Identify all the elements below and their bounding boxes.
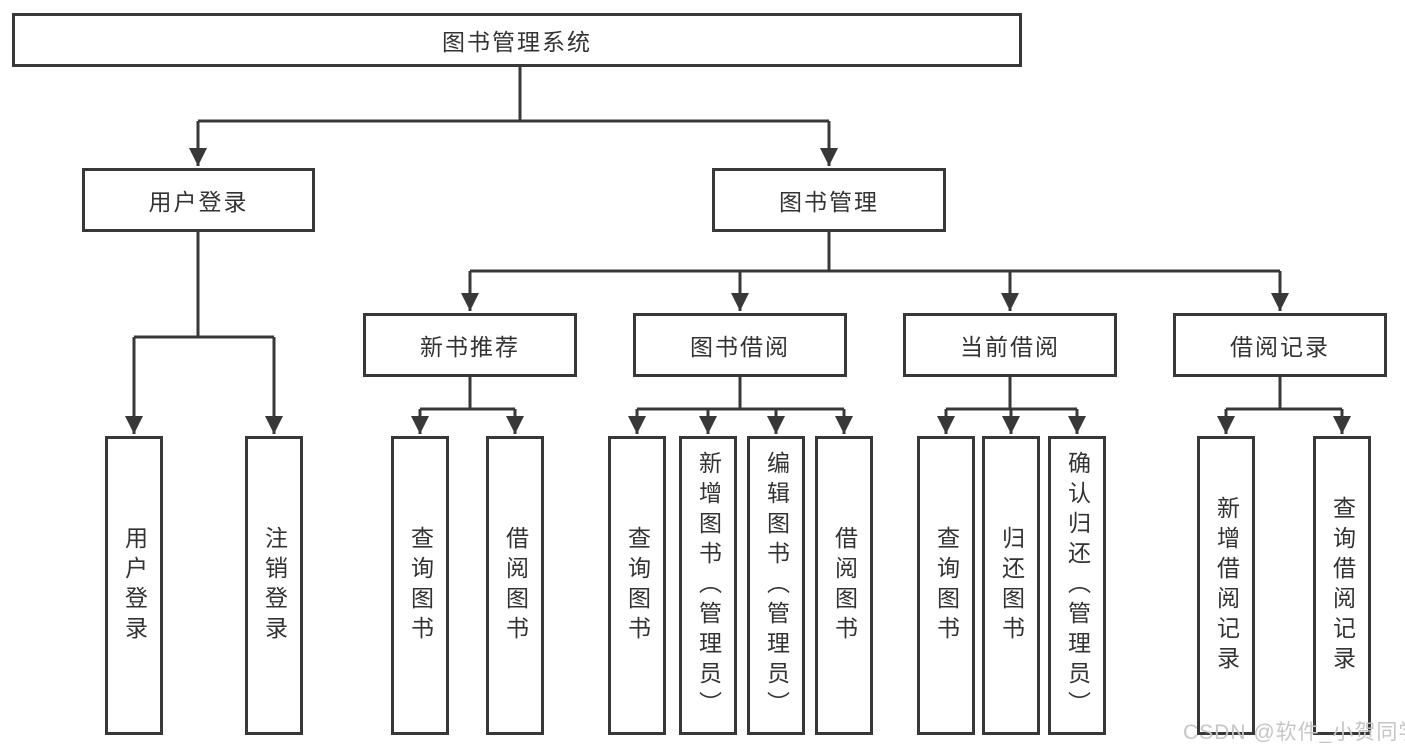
leaf-logout-label: 注销登录 bbox=[261, 525, 288, 646]
connector-trunks bbox=[134, 67, 1342, 411]
leaf-recommend-query-books: 查询图书 bbox=[391, 436, 449, 735]
leaf-add-borrow-record-label: 新增借阅记录 bbox=[1213, 495, 1240, 676]
leaf-add-books-admin: 新增图书（管理员） bbox=[679, 436, 737, 735]
leaf-recommend-borrow-books-label: 借阅图书 bbox=[502, 525, 529, 646]
node-user-login: 用户登录 bbox=[82, 168, 315, 232]
leaf-borrow-query-books-label: 查询图书 bbox=[624, 525, 651, 646]
leaf-edit-books-admin-label: 编辑图书（管理员） bbox=[763, 450, 790, 721]
watermark: CSDN @软件_小贺同学 bbox=[1183, 721, 1405, 744]
leaf-recommend-borrow-books: 借阅图书 bbox=[486, 436, 544, 735]
node-borrow-records: 借阅记录 bbox=[1173, 313, 1387, 377]
leaf-confirm-return-admin: 确认归还（管理员） bbox=[1048, 436, 1106, 735]
leaf-recommend-query-books-label: 查询图书 bbox=[407, 525, 434, 646]
leaf-user-login-label: 用户登录 bbox=[121, 525, 148, 646]
leaf-return-books-label: 归还图书 bbox=[998, 525, 1025, 646]
leaf-user-login: 用户登录 bbox=[105, 436, 163, 735]
leaf-borrow-borrow-books-label: 借阅图书 bbox=[831, 525, 858, 646]
leaf-query-borrow-record: 查询借阅记录 bbox=[1313, 436, 1371, 735]
leaf-current-query-books: 查询图书 bbox=[917, 436, 975, 735]
leaf-current-query-books-label: 查询图书 bbox=[933, 525, 960, 646]
leaf-add-books-admin-label: 新增图书（管理员） bbox=[695, 450, 722, 721]
node-new-book-recommend: 新书推荐 bbox=[363, 313, 577, 377]
leaf-borrow-borrow-books: 借阅图书 bbox=[815, 436, 873, 735]
leaf-confirm-return-admin-label: 确认归还（管理员） bbox=[1064, 450, 1091, 721]
node-book-borrow: 图书借阅 bbox=[633, 313, 847, 377]
leaf-borrow-query-books: 查询图书 bbox=[608, 436, 666, 735]
leaf-add-borrow-record: 新增借阅记录 bbox=[1197, 436, 1255, 735]
leaf-return-books: 归还图书 bbox=[982, 436, 1040, 735]
leaf-edit-books-admin: 编辑图书（管理员） bbox=[747, 436, 805, 735]
leaf-query-borrow-record-label: 查询借阅记录 bbox=[1329, 495, 1356, 676]
node-current-borrow: 当前借阅 bbox=[903, 313, 1117, 377]
node-book-management: 图书管理 bbox=[712, 168, 946, 232]
node-root: 图书管理系统 bbox=[12, 13, 1022, 67]
leaf-logout: 注销登录 bbox=[245, 436, 303, 735]
